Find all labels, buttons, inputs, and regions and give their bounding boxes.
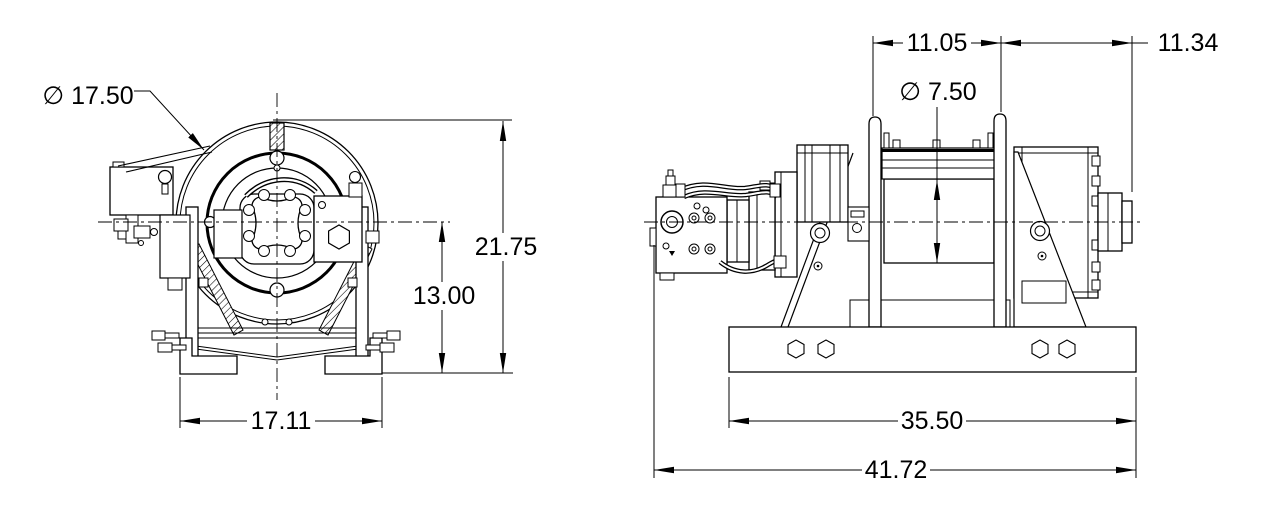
mounting-holes xyxy=(787,339,1076,359)
foot-bolts-left xyxy=(151,330,187,353)
dimension-label-flange-diameter: ∅ 17.50 xyxy=(42,82,133,110)
drum-barrel xyxy=(883,178,995,264)
drum-flange-right xyxy=(993,113,1007,328)
dimensions: ∅ 17.50 21.75 13.00 17.11 xyxy=(42,29,1218,484)
relief-fitting xyxy=(348,182,363,198)
dim-centerline-height: 13.00 xyxy=(410,222,478,373)
dimension-label-centerline-height: 13.00 xyxy=(413,282,476,310)
relief-fitting-cap xyxy=(348,170,362,184)
cross-over-tube-core xyxy=(245,178,317,197)
relief-valve-stem xyxy=(662,169,679,198)
dim-overall-height: 21.75 xyxy=(273,119,540,374)
flange-hub xyxy=(847,206,870,242)
dimension-label-tail-length: 11.34 xyxy=(1158,29,1219,57)
drain-symbol xyxy=(669,251,675,256)
dimension-label-overall-length: 41.72 xyxy=(865,456,928,484)
valve-box-bracket xyxy=(159,214,191,291)
gusset-holes-left xyxy=(809,222,831,271)
bearing-bolts xyxy=(243,189,311,257)
side-plate-bolt-right xyxy=(365,230,380,244)
dimension-label-overall-height: 21.75 xyxy=(475,233,538,261)
foot-bolts-right xyxy=(365,330,401,353)
valve-box-fittings xyxy=(113,214,158,246)
support-gusset-right xyxy=(1013,151,1087,328)
dim-overall-length: 41.72 xyxy=(653,245,1136,484)
frame-pin-hole-right xyxy=(285,318,293,326)
side-plate-stud-left xyxy=(198,277,209,288)
dim-flange-diameter: ∅ 17.50 xyxy=(42,82,205,151)
dim-tail-length: 11.34 xyxy=(1001,29,1218,192)
front-view xyxy=(98,93,450,400)
valve-port xyxy=(318,201,326,209)
dimension-label-overall-width: 17.11 xyxy=(251,407,312,435)
hydraulic-hoses xyxy=(675,182,787,274)
control-valve-box xyxy=(109,161,174,216)
hydraulic-motor xyxy=(726,191,776,271)
side-block-left xyxy=(213,209,243,259)
flange-post-right xyxy=(987,132,994,149)
mounting-foot-left xyxy=(179,337,238,375)
brake-housing xyxy=(796,144,849,223)
flange-post-left xyxy=(883,132,890,149)
cable-tensioner-bars xyxy=(881,139,997,180)
side-plate-stud-right xyxy=(347,277,358,288)
hex-plug xyxy=(328,224,350,250)
frame-pin-hole-left xyxy=(261,318,269,326)
dimension-label-base-length: 35.50 xyxy=(901,407,964,435)
mounting-foot-right xyxy=(324,337,383,375)
dim-drum-length: 11.05 xyxy=(872,29,1002,116)
side-view xyxy=(644,113,1142,373)
dim-barrel-diameter: ∅ 7.50 xyxy=(899,78,977,263)
dim-base-length: 35.50 xyxy=(728,377,1137,478)
front-view-centerlines xyxy=(98,93,450,400)
dimension-label-drum-length: 11.05 xyxy=(907,29,968,57)
dimension-label-barrel-diameter: ∅ 7.50 xyxy=(899,78,976,106)
valve-block xyxy=(649,196,728,281)
name-plate xyxy=(1021,280,1067,304)
dim-overall-width: 17.11 xyxy=(179,377,383,435)
